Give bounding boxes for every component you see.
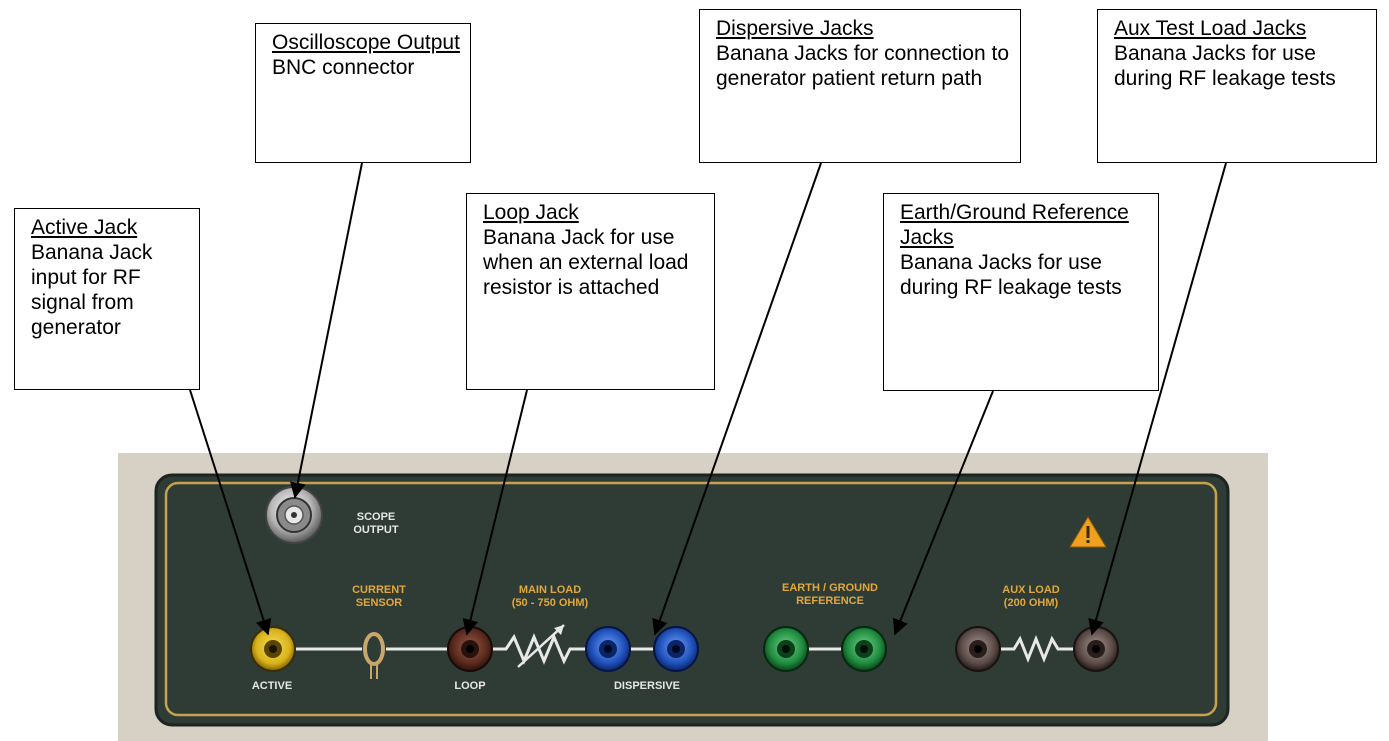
panel-label-line: EARTH / GROUND (782, 582, 878, 594)
panel-label-line: REFERENCE (796, 595, 864, 607)
panel-label-main-load: MAIN LOAD (50 - 750 OHM) (490, 584, 610, 610)
panel-label-active: ACTIVE (251, 680, 293, 692)
panel-label-line: (50 - 750 OHM) (511, 597, 589, 609)
dispersive-jack-1 (585, 626, 631, 672)
callout-title: Active Jack (31, 216, 138, 239)
panel-label-current-sensor: CURRENT SENSOR (334, 584, 424, 610)
panel-label-earth-ground: EARTH / GROUND REFERENCE (750, 582, 910, 608)
callout-description: Banana Jacks for connection to generator… (716, 42, 1010, 90)
panel-label-line: SENSOR (355, 597, 403, 609)
callout-title: Loop Jack (483, 201, 579, 224)
callout-description: Banana Jack for use when an external loa… (483, 226, 689, 299)
panel-label-line: CURRENT (352, 584, 406, 596)
callout-earth-ground-jacks: Earth/Ground Reference Jacks Banana Jack… (883, 193, 1159, 391)
callout-loop-jack: Loop Jack Banana Jack for use when an ex… (466, 193, 715, 390)
dispersive-jack-2 (653, 626, 699, 672)
callout-oscilloscope-output: Oscilloscope Output BNC connector (255, 23, 471, 163)
variable-arrow-icon (517, 624, 565, 668)
callout-title: Earth/Ground Reference Jacks (900, 201, 1129, 249)
aux-jack-2 (1073, 626, 1119, 672)
panel-label-line: OUTPUT (353, 524, 399, 536)
aux-jack-1 (955, 626, 1001, 672)
panel-label-line: AUX LOAD (1002, 584, 1060, 596)
callout-description: Banana Jacks for use during RF leakage t… (1114, 42, 1336, 90)
callout-title: Oscilloscope Output (272, 31, 460, 54)
panel-label-aux-load: AUX LOAD (200 OHM) (976, 584, 1086, 610)
callout-description: BNC connector (272, 56, 415, 79)
bnc-connector-icon (265, 486, 323, 544)
callout-dispersive-jacks: Dispersive Jacks Banana Jacks for connec… (699, 9, 1021, 163)
earth-jack-2 (841, 626, 887, 672)
loop-jack (447, 626, 493, 672)
callout-title: Dispersive Jacks (716, 17, 874, 40)
earth-jack-1 (763, 626, 809, 672)
panel-label-line: (200 OHM) (1003, 597, 1059, 609)
callout-title: Aux Test Load Jacks (1114, 17, 1307, 40)
panel-label-scope-output: SCOPE OUTPUT (346, 511, 406, 537)
panel-label-line: MAIN LOAD (518, 584, 582, 596)
callout-aux-test-load-jacks: Aux Test Load Jacks Banana Jacks for use… (1097, 9, 1377, 163)
callout-active-jack: Active Jack Banana Jack input for RF sig… (14, 208, 200, 390)
callout-description: Banana Jacks for use during RF leakage t… (900, 251, 1122, 299)
aux-load-resistor-icon (998, 634, 1074, 664)
panel-label-dispersive: DISPERSIVE (613, 680, 681, 692)
front-panel-photo (118, 453, 1268, 741)
panel-label-loop: LOOP (454, 680, 486, 692)
callout-description: Banana Jack input for RF signal from gen… (31, 241, 153, 339)
active-jack (250, 626, 296, 672)
panel-label-line: SCOPE (356, 511, 396, 523)
current-sensor-icon (363, 632, 385, 679)
leader-oscilloscope (289, 162, 363, 499)
